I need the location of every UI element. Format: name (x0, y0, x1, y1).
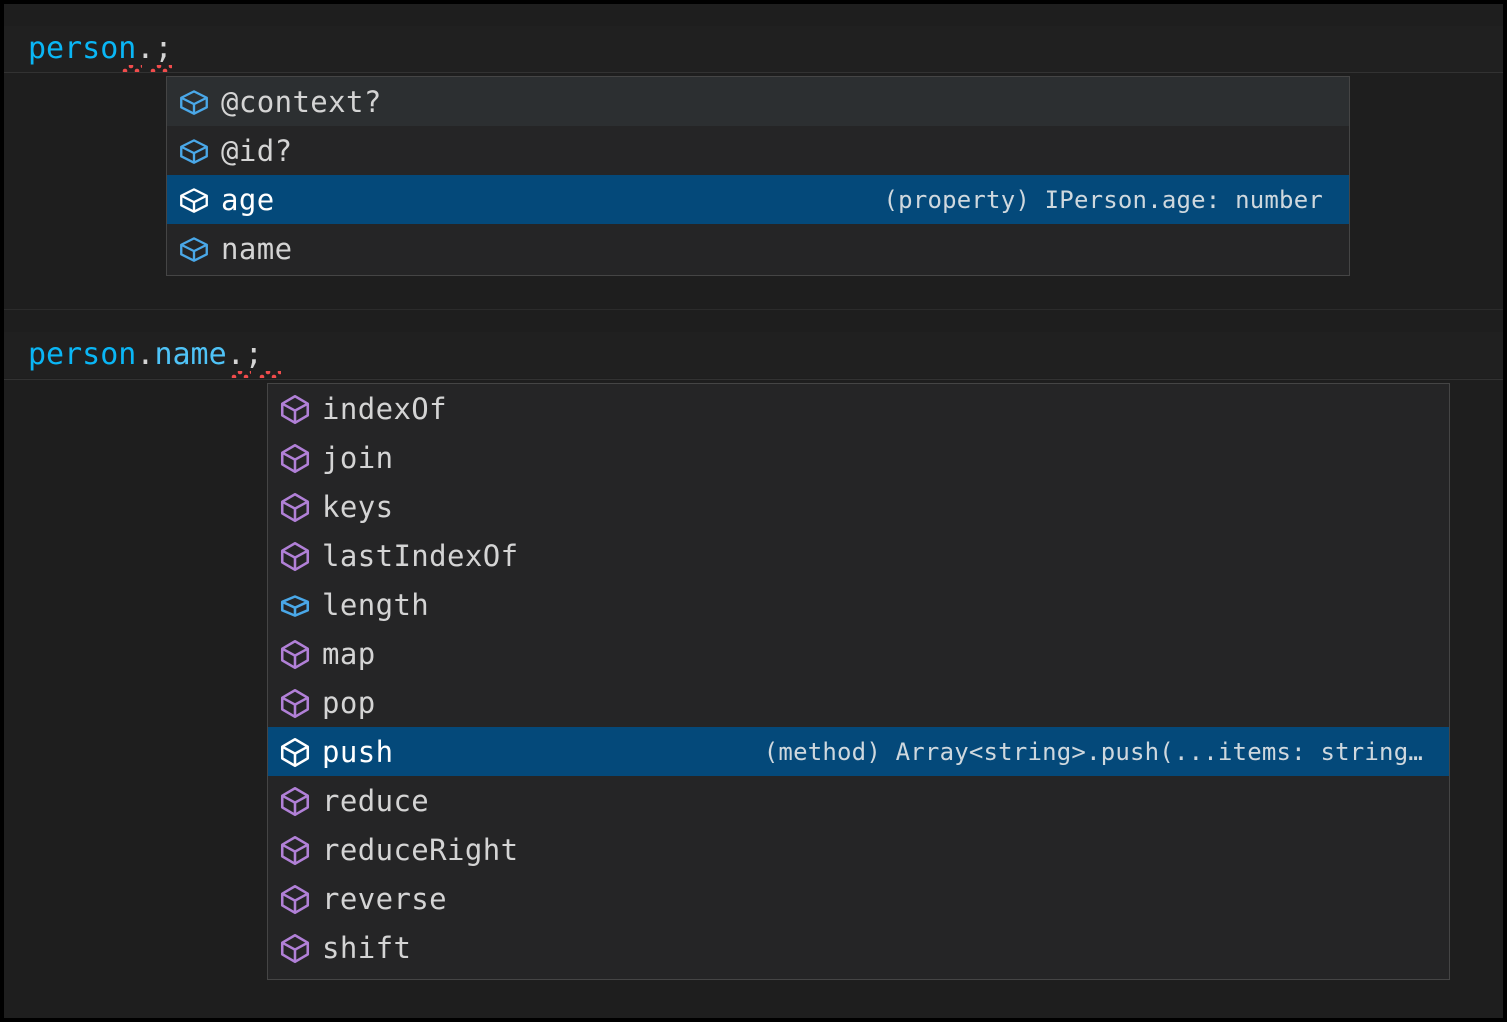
suggest-item-label: lastIndexOf (322, 538, 519, 573)
suggest-item-reduce[interactable]: reduce (268, 776, 1449, 825)
error-squiggle-semicolon-2 (259, 371, 281, 378)
suggest-widget-array[interactable]: indexOf join keys lastInde (267, 383, 1450, 980)
suggest-widget-person[interactable]: @context? @id? age (property) IPerson.ag… (166, 76, 1350, 276)
code-line-1[interactable]: person.; (4, 26, 1503, 72)
method-cube-icon (280, 394, 310, 424)
suggest-item-length[interactable]: length (268, 580, 1449, 629)
property-cube-icon (180, 187, 208, 213)
suggest-item-detail: (property) IPerson.age: number (883, 185, 1323, 214)
suggest-item-label: length (322, 587, 430, 622)
suggest-item-label: name (221, 231, 293, 266)
suggest-item-label: @context? (221, 84, 382, 119)
code-line-2-text: person.name.; (28, 332, 263, 378)
suggest-item-keys[interactable]: keys (268, 482, 1449, 531)
suggest-item-label: shift (322, 930, 412, 965)
suggest-item-label: map (322, 636, 376, 671)
divider-mid (4, 309, 1503, 310)
method-cube-icon (280, 443, 310, 473)
suggest-item-label: push (322, 734, 394, 769)
suggest-item-label: join (322, 440, 394, 475)
suggest-item-push[interactable]: push (method) Array<string>.push(...item… (268, 727, 1449, 776)
suggest-item-label: age (221, 182, 275, 217)
property-cube-icon (280, 594, 310, 617)
token-identifier-person: person (28, 31, 137, 66)
suggest-item-lastindexof[interactable]: lastIndexOf (268, 531, 1449, 580)
method-cube-icon (280, 786, 310, 816)
suggest-item-label: @id? (221, 133, 293, 168)
divider-line-1 (4, 72, 1503, 73)
suggest-item-label: reduce (322, 783, 430, 818)
suggest-item-map[interactable]: map (268, 629, 1449, 678)
error-squiggle-dot-2 (231, 371, 251, 378)
token-dot-2: . (226, 337, 245, 372)
method-cube-icon (280, 688, 310, 718)
method-cube-icon (280, 639, 310, 669)
property-cube-icon (180, 236, 208, 262)
method-cube-icon (280, 492, 310, 522)
suggest-item-detail: (method) Array<string>.push(...items: st… (763, 737, 1423, 766)
divider-line-3 (4, 379, 1503, 380)
token-semicolon: ; (244, 337, 263, 372)
method-cube-icon (280, 933, 310, 963)
suggest-item-reduceright[interactable]: reduceRight (268, 825, 1449, 874)
suggest-item-id[interactable]: @id? (167, 126, 1349, 175)
suggest-item-label: reduceRight (322, 832, 519, 867)
suggest-item-context[interactable]: @context? (167, 77, 1349, 126)
suggest-item-label: pop (322, 685, 376, 720)
code-line-1-text: person.; (28, 26, 173, 72)
suggest-item-name[interactable]: name (167, 224, 1349, 273)
token-semicolon: ; (154, 31, 173, 66)
suggest-item-label: keys (322, 489, 394, 524)
suggest-item-shift[interactable]: shift (268, 923, 1449, 972)
suggest-item-age[interactable]: age (property) IPerson.age: number (167, 175, 1349, 224)
token-dot: . (136, 31, 155, 66)
suggest-item-label: reverse (322, 881, 448, 916)
token-dot: . (136, 337, 155, 372)
token-identifier-person: person (28, 337, 137, 372)
method-cube-icon (280, 884, 310, 914)
error-squiggle-dot-1 (122, 65, 142, 72)
token-identifier-name: name (154, 337, 227, 372)
method-cube-icon (280, 541, 310, 571)
suggest-item-indexof[interactable]: indexOf (268, 384, 1449, 433)
property-cube-icon (180, 138, 208, 164)
error-squiggle-semicolon-1 (150, 65, 172, 72)
method-cube-icon (280, 835, 310, 865)
code-line-2[interactable]: person.name.; (4, 332, 1503, 378)
suggest-item-reverse[interactable]: reverse (268, 874, 1449, 923)
suggest-item-pop[interactable]: pop (268, 678, 1449, 727)
suggest-item-label: indexOf (322, 391, 448, 426)
suggest-item-join[interactable]: join (268, 433, 1449, 482)
method-cube-icon (280, 737, 310, 767)
property-cube-icon (180, 89, 208, 115)
